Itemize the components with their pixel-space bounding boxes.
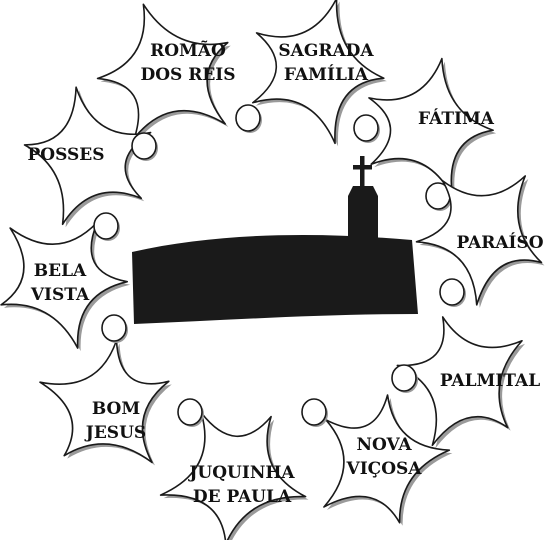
church-cross-vertical <box>360 156 365 186</box>
community-label-line: ROMÃO <box>150 39 226 61</box>
figure-head <box>354 115 378 141</box>
community-label-posses: POSSES <box>27 145 104 165</box>
church-tower <box>348 186 378 244</box>
figure-head <box>102 315 126 341</box>
community-label-line: JESUS <box>84 423 146 443</box>
figure-head <box>132 133 156 159</box>
church-icon <box>132 156 418 324</box>
figure-head <box>440 279 464 305</box>
figure-head <box>94 213 118 239</box>
church-nave <box>132 235 418 324</box>
community-label-line: FÁTIMA <box>418 108 495 129</box>
church-cross-horizontal <box>353 165 372 170</box>
figure-head <box>302 399 326 425</box>
community-label-line: POSSES <box>27 145 104 165</box>
community-label-line: DE PAULA <box>193 487 292 507</box>
community-label-line: BOM <box>92 399 140 419</box>
figure-paraiso <box>395 139 560 325</box>
community-label-line: DOS REIS <box>140 65 235 85</box>
community-label-line: BELA <box>34 261 87 281</box>
community-label-line: PALMITAL <box>440 371 540 391</box>
community-label-line: FAMÍLIA <box>284 64 369 85</box>
community-label-line: VISTA <box>30 285 90 305</box>
figure-body <box>395 139 560 322</box>
community-label-line: SAGRADA <box>278 41 374 61</box>
community-label-line: JUQUINHA <box>187 463 295 483</box>
community-label-paraiso: PARAÍSO <box>456 232 543 253</box>
community-label-fatima: FÁTIMA <box>418 108 495 129</box>
figure-head <box>178 399 202 425</box>
community-label-line: NOVA <box>356 435 412 455</box>
figure-head <box>236 105 260 131</box>
community-label-line: VIÇOSA <box>346 459 423 479</box>
figure-head <box>392 365 416 391</box>
community-label-line: PARAÍSO <box>456 232 543 253</box>
community-label-palmital: PALMITAL <box>440 371 540 391</box>
